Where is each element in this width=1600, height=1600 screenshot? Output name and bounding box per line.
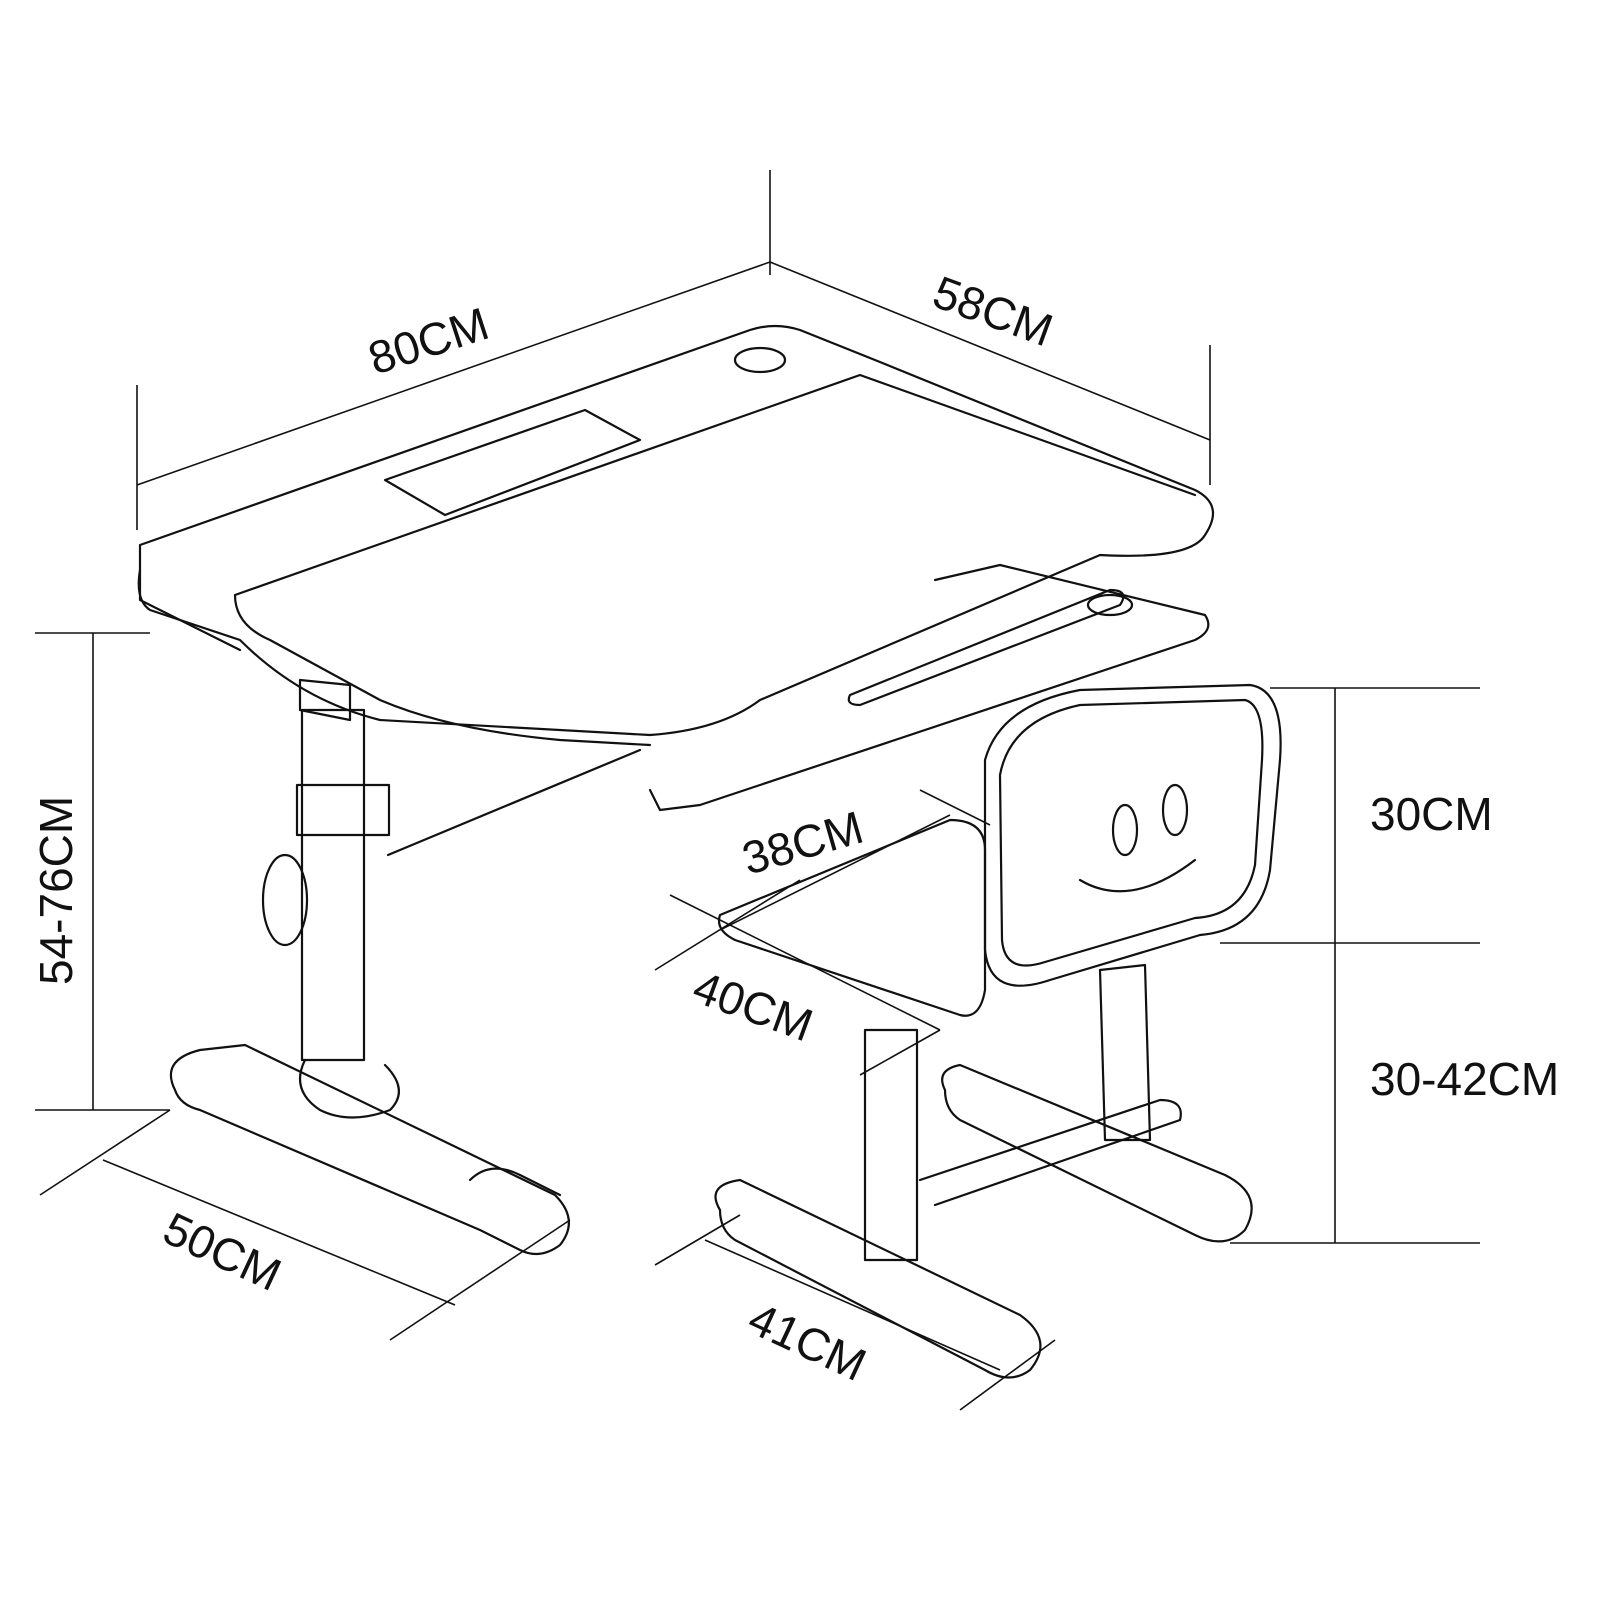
- label-seat-width: 38CM: [736, 801, 868, 885]
- desk-drawing: [137, 324, 1215, 1256]
- label-desk-width: 80CM: [362, 297, 495, 384]
- label-seat-height: 30-42CM: [1370, 1053, 1559, 1105]
- label-desk-height: 54-76CM: [30, 796, 82, 985]
- chair-drawing: [714, 683, 1282, 1379]
- dimension-lines: [35, 170, 1480, 1411]
- label-backrest-height: 30CM: [1370, 788, 1493, 840]
- label-chair-base-depth: 41CM: [741, 1292, 874, 1391]
- label-seat-depth: 40CM: [687, 961, 820, 1052]
- label-desk-depth: 58CM: [927, 266, 1060, 357]
- label-desk-base-depth: 50CM: [156, 1202, 289, 1301]
